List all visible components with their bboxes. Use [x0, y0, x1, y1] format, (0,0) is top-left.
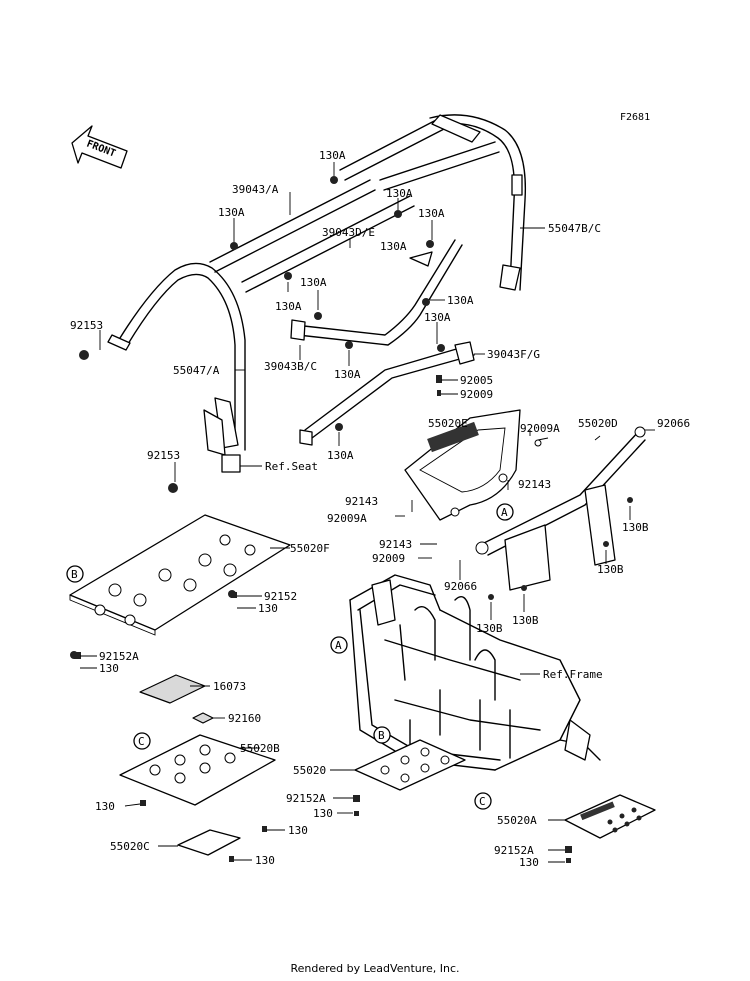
- callout-c-2-text: C: [479, 795, 486, 808]
- part-label: 130: [99, 662, 119, 675]
- seat-bracket: [221, 454, 241, 473]
- footer-credit: Rendered by LeadVenture, Inc.: [290, 962, 460, 975]
- part-label: 55020D: [578, 417, 618, 430]
- part-label: 39043B/C: [264, 360, 317, 373]
- vehicle-frame: [349, 574, 601, 771]
- part-label: 92009: [460, 388, 493, 401]
- part-label: 130: [95, 800, 115, 813]
- part-label: 55020A: [497, 814, 537, 827]
- part-label: 92153: [70, 319, 103, 332]
- part-label: 92160: [228, 712, 261, 725]
- part-label: 130B: [597, 563, 624, 576]
- part-label: 130A: [334, 368, 361, 381]
- skid-plate-55020f: [69, 514, 291, 659]
- part-label: 130A: [447, 294, 474, 307]
- part-label: 130A: [327, 449, 354, 462]
- part-label: 130A: [424, 311, 451, 324]
- part-label: 55020B: [240, 742, 280, 755]
- part-label: 92143: [379, 538, 412, 551]
- part-label: 130A: [380, 240, 407, 253]
- part-label: 130A: [418, 207, 445, 220]
- plate-55020: [354, 739, 466, 791]
- callout-b-1: B: [66, 565, 84, 583]
- figure-code: F2681: [620, 112, 651, 123]
- plate-55020b: [119, 734, 276, 806]
- part-label: 16073: [213, 680, 246, 693]
- part-label: 130A: [386, 187, 413, 200]
- part-label: 130: [258, 602, 278, 615]
- pad-16073: [139, 674, 206, 704]
- callout-a-1-text: A: [501, 506, 508, 519]
- callout-a-2-text: A: [335, 639, 342, 652]
- part-label: 55020C: [110, 840, 150, 853]
- callout-a-1: A: [496, 503, 514, 521]
- washer-92160: [192, 712, 214, 724]
- part-label: 92153: [147, 449, 180, 462]
- part-label: 130B: [512, 614, 539, 627]
- part-label: 55020F: [290, 542, 330, 555]
- part-label: 39043/A: [232, 183, 279, 196]
- callout-b-1-text: B: [71, 568, 78, 581]
- part-label: 130A: [218, 206, 245, 219]
- callout-a-2: A: [330, 636, 348, 654]
- part-label: 130A: [319, 149, 346, 162]
- bracket-55020d: [475, 426, 646, 600]
- part-label: 92005: [460, 374, 493, 387]
- part-label: 92152A: [494, 844, 534, 857]
- part-label: 92152A: [99, 650, 139, 663]
- plate-55020c: [177, 829, 241, 856]
- guard-55020e: [404, 409, 542, 521]
- part-label: 130: [255, 854, 275, 867]
- callout-c-1: C: [133, 732, 151, 750]
- callout-b-2-text: B: [378, 729, 385, 742]
- part-label: 130: [313, 807, 333, 820]
- part-label: 55047B/C: [548, 222, 601, 235]
- part-label: 130B: [476, 622, 503, 635]
- part-label: 55020E: [428, 417, 468, 430]
- part-label: 55047/A: [173, 364, 220, 377]
- front-arrow-icon: FRONT: [71, 125, 128, 169]
- part-label: 92066: [657, 417, 690, 430]
- part-label: 92066: [444, 580, 477, 593]
- part-label: 92152A: [286, 792, 326, 805]
- callout-c-1-text: C: [138, 735, 145, 748]
- part-label: 39043F/G: [487, 348, 540, 361]
- part-label: 92143: [345, 495, 378, 508]
- part-label: 55020: [293, 764, 326, 777]
- part-label: 92009: [372, 552, 405, 565]
- part-label: Ref.Seat: [265, 460, 318, 473]
- leader-lines: [80, 162, 655, 863]
- callout-b-2: B: [373, 726, 391, 744]
- part-label: 39043D/E: [322, 226, 375, 239]
- part-label: 130: [288, 824, 308, 837]
- part-label: 92009A: [520, 422, 560, 435]
- part-label: Ref.Frame: [543, 668, 603, 681]
- callout-c-2: C: [474, 792, 492, 810]
- part-label: 92009A: [327, 512, 367, 525]
- part-label: 130B: [622, 521, 649, 534]
- part-label: 130A: [300, 276, 327, 289]
- part-labels: 130A 39043/A 130A 130A 130A 39043D/E 550…: [70, 149, 690, 869]
- part-label: 130: [519, 856, 539, 869]
- part-label: 130A: [275, 300, 302, 313]
- part-label: 92143: [518, 478, 551, 491]
- plate-55020a: [564, 794, 656, 839]
- part-label: 92152: [264, 590, 297, 603]
